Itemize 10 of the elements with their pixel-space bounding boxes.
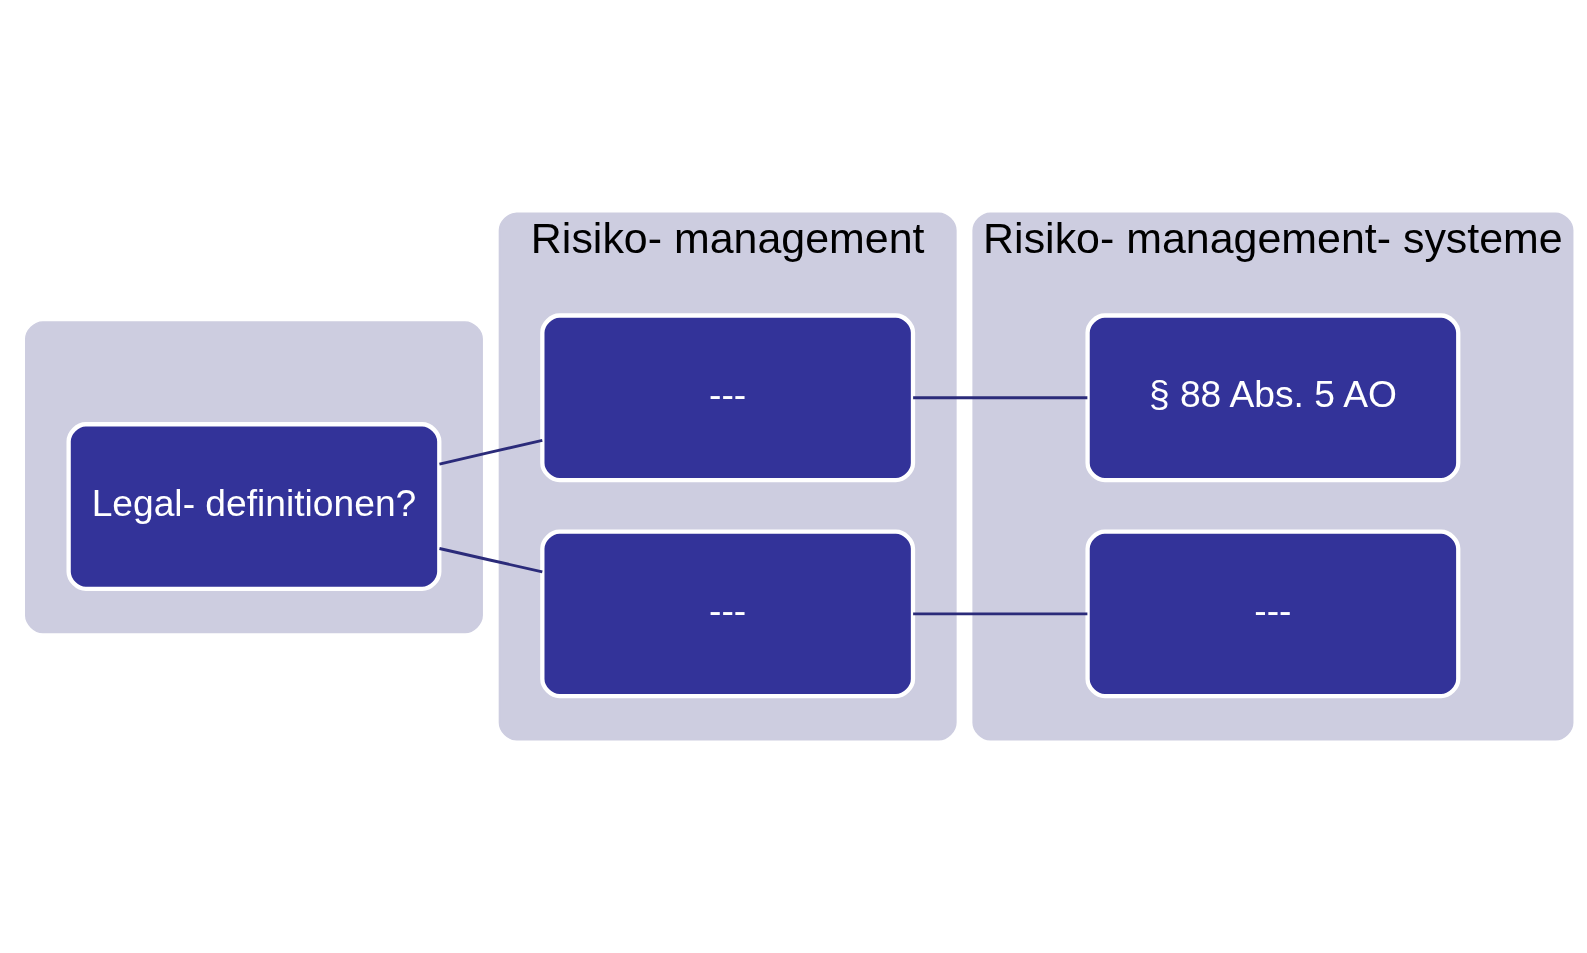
connector (439, 547, 543, 574)
connector (439, 438, 543, 466)
cluster (25, 321, 483, 634)
node-box: --- (1085, 529, 1461, 699)
node-box: Legal- definitionen? (66, 422, 442, 591)
node-box: § 88 Abs. 5 AO (1085, 313, 1461, 483)
node-box: --- (540, 313, 916, 483)
connector (913, 396, 1088, 400)
connector (913, 612, 1088, 616)
node-box: --- (540, 529, 916, 699)
